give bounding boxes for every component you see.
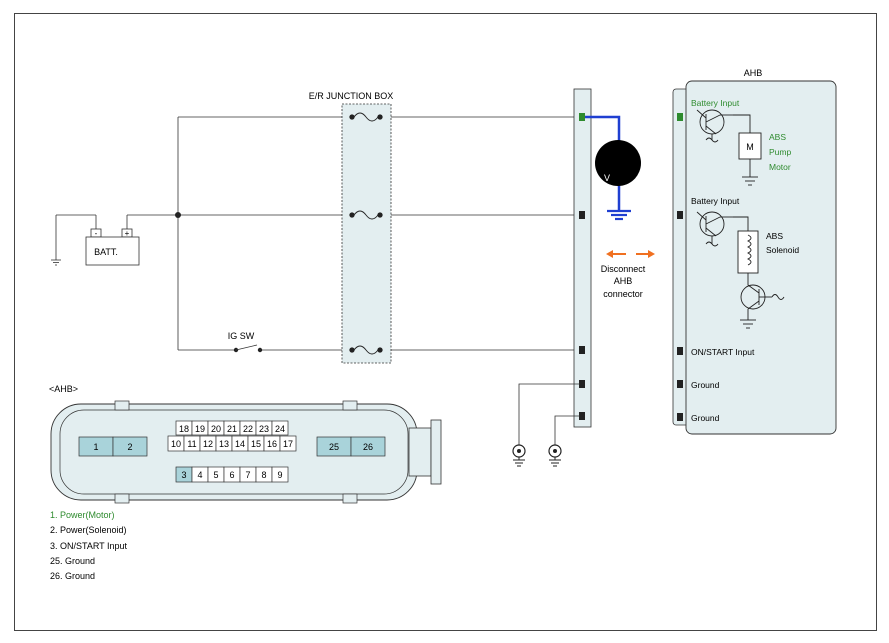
conn-pin-label: 14	[235, 439, 245, 449]
conn-pin-label: 15	[251, 439, 261, 449]
ahb-title: AHB	[744, 68, 763, 78]
ground-2-icon	[548, 444, 562, 467]
motor-label-1: ABS	[769, 132, 786, 142]
conn-pin-label: 2	[127, 442, 132, 452]
conn-pin-cell	[112, 436, 148, 457]
conn-pin-label: 26	[363, 442, 373, 452]
ig-switch: IG SW	[228, 331, 263, 353]
harness-connector	[573, 88, 592, 428]
motor-icon	[733, 114, 762, 186]
fuse-2-icon	[349, 210, 383, 220]
legend-item-2: 2. Power(Solenoid)	[50, 525, 127, 535]
harness-pin-25	[579, 380, 585, 388]
conn-pin-label: 7	[245, 470, 250, 480]
fuse-1-icon	[349, 112, 383, 122]
conn-pin-label: 19	[195, 424, 205, 434]
conn-pin-label: 11	[187, 439, 196, 449]
ahb-pin-label-2: Battery Input	[691, 196, 740, 206]
connector-face: <AHB> 1 2 25 26 18 19 20 21 22 23 24	[49, 384, 442, 504]
disconnect-arrows: Disconnect AHB connector	[601, 250, 655, 299]
conn-pin-cell	[350, 436, 386, 457]
solenoid-coil-icon	[733, 216, 759, 285]
diagram-border	[14, 13, 877, 631]
legend-item-5: 26. Ground	[50, 571, 95, 581]
battery-neg-label: -	[95, 229, 98, 238]
ahb-pin-label-5: Ground	[691, 413, 720, 423]
voltmeter-icon	[595, 140, 641, 186]
solenoid-label-2: Solenoid	[766, 245, 799, 255]
harness-pin-1	[579, 113, 585, 121]
voltmeter: V	[585, 115, 641, 221]
ahb-pin-3	[677, 347, 683, 355]
transistor-3-icon	[740, 284, 785, 329]
motor-label-3: Motor	[769, 162, 791, 172]
motor-symbol: M	[746, 142, 754, 152]
conn-pin-label: 17	[283, 439, 293, 449]
battery: - + BATT.	[51, 214, 140, 266]
solenoid-label-1: ABS	[766, 231, 783, 241]
ahb-module: AHB Battery Input Battery Input ON/START…	[672, 68, 837, 435]
harness-pin-3	[579, 346, 585, 354]
legend-item-1: 1. Power(Motor)	[50, 510, 115, 520]
ahb-pin-25	[677, 380, 683, 388]
motor-label-2: Pump	[769, 147, 791, 157]
conn-pin-label: 25	[329, 442, 339, 452]
battery-pos-label: +	[125, 229, 130, 238]
ahb-pin-label-1: Battery Input	[691, 98, 740, 108]
conn-pin-label: 16	[267, 439, 277, 449]
battery-label: BATT.	[94, 247, 118, 257]
conn-pin-label: 13	[219, 439, 229, 449]
disconnect-label-2: AHB	[614, 276, 633, 286]
ahb-pin-1	[677, 113, 683, 121]
conn-pin-label: 24	[275, 424, 285, 434]
conn-pin-label: 4	[197, 470, 202, 480]
conn-pin-label: 12	[203, 439, 213, 449]
battery-ground-icon	[51, 259, 61, 266]
legend-item-3: 3. ON/START Input	[50, 541, 128, 551]
conn-pin-label: 22	[243, 424, 253, 434]
disconnect-label-3: connector	[603, 289, 643, 299]
conn-pin-label: 10	[171, 439, 181, 449]
disconnect-label-1: Disconnect	[601, 264, 646, 274]
transistor-2-icon	[696, 211, 733, 247]
ahb-pin-label-4: Ground	[691, 380, 720, 390]
junction-box: E/R JUNCTION BOX	[309, 91, 394, 364]
harness-pin-2	[579, 211, 585, 219]
ig-switch-label: IG SW	[228, 331, 255, 341]
transistor-1-icon	[696, 109, 733, 143]
main-wires	[126, 116, 580, 351]
conn-pin-label: 6	[229, 470, 234, 480]
harness-pin-26	[579, 412, 585, 420]
ahb-pin-2	[677, 211, 683, 219]
conn-pin-label: 1	[93, 442, 98, 452]
ahb-pin-label-3: ON/START Input	[691, 347, 755, 357]
connector-title: <AHB>	[49, 384, 78, 394]
conn-pin-label: 21	[227, 424, 237, 434]
conn-pin-label: 20	[211, 424, 221, 434]
ahb-pin-26	[677, 413, 683, 421]
conn-pin-label: 23	[259, 424, 269, 434]
splice-dot	[175, 212, 181, 218]
conn-pin-label: 5	[213, 470, 218, 480]
pin-legend: 1. Power(Motor) 2. Power(Solenoid) 3. ON…	[50, 510, 128, 581]
voltmeter-label: V	[604, 173, 610, 183]
conn-pin-label: 3	[181, 470, 186, 480]
ground-1-icon	[512, 444, 526, 467]
junction-box-title: E/R JUNCTION BOX	[309, 91, 394, 101]
conn-pin-label: 8	[261, 470, 266, 480]
legend-item-4: 25. Ground	[50, 556, 95, 566]
conn-pin-label: 18	[179, 424, 189, 434]
fuse-3-icon	[349, 345, 383, 355]
conn-pin-label: 9	[277, 470, 282, 480]
battery-body	[85, 236, 140, 266]
ground-leads	[518, 383, 580, 446]
